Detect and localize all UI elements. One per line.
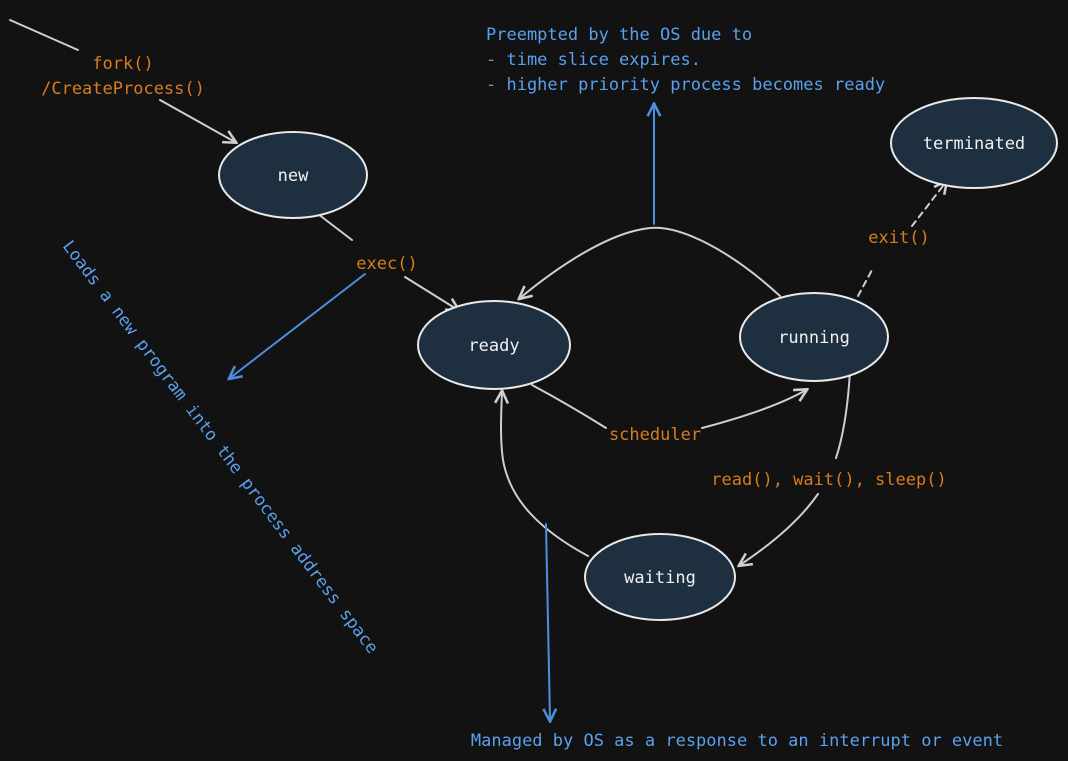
state-waiting-label: waiting bbox=[624, 568, 696, 588]
state-terminated-label: terminated bbox=[923, 134, 1025, 154]
ready-to-running-arrow bbox=[531, 384, 607, 429]
ready-to-running-arrow-head bbox=[701, 390, 806, 429]
preempted-annotation-line1: Preempted by the OS due to bbox=[486, 25, 752, 45]
state-new: new bbox=[218, 131, 368, 219]
preempted-annotation-line3: - higher priority process becomes ready bbox=[486, 75, 885, 95]
running-to-waiting-arrow-head bbox=[740, 493, 819, 565]
edge-labels: fork() /CreateProcess() exec() scheduler… bbox=[41, 54, 947, 490]
running-to-terminated-arrow bbox=[857, 269, 873, 297]
managed-annotation: Managed by OS as a response to an interr… bbox=[471, 731, 1003, 751]
exit-label: exit() bbox=[868, 228, 929, 248]
fork-entry-line bbox=[9, 19, 79, 51]
new-to-ready-arrow bbox=[317, 213, 353, 241]
fork-arrow bbox=[159, 99, 235, 142]
annotations: Preempted by the OS due to - time slice … bbox=[58, 25, 1003, 751]
scheduler-label: scheduler bbox=[609, 425, 701, 445]
exec-annotation-arrow bbox=[230, 273, 366, 378]
new-to-ready-arrow-head bbox=[404, 276, 458, 310]
fork-label-line1: fork() bbox=[92, 54, 153, 74]
waiting-to-ready-arrow bbox=[501, 392, 589, 557]
running-to-waiting-arrow bbox=[835, 369, 851, 459]
state-waiting: waiting bbox=[584, 533, 736, 621]
state-terminated: terminated bbox=[890, 97, 1058, 189]
edges bbox=[9, 19, 946, 720]
exec-label: exec() bbox=[356, 254, 417, 274]
preempted-annotation-line2: - time slice expires. bbox=[486, 50, 701, 70]
io-label: read(), wait(), sleep() bbox=[711, 470, 946, 490]
state-ready: ready bbox=[417, 300, 571, 390]
state-running: running bbox=[739, 292, 889, 382]
state-ready-label: ready bbox=[468, 336, 519, 356]
running-to-ready-arrow bbox=[520, 226, 781, 298]
state-running-label: running bbox=[778, 328, 850, 348]
state-new-label: new bbox=[278, 166, 309, 186]
running-to-terminated-arrow-head bbox=[911, 182, 946, 227]
fork-label-line2: /CreateProcess() bbox=[41, 79, 205, 99]
managed-annotation-arrow bbox=[546, 523, 550, 720]
loads-annotation: Loads a new program into the process add… bbox=[58, 237, 382, 658]
